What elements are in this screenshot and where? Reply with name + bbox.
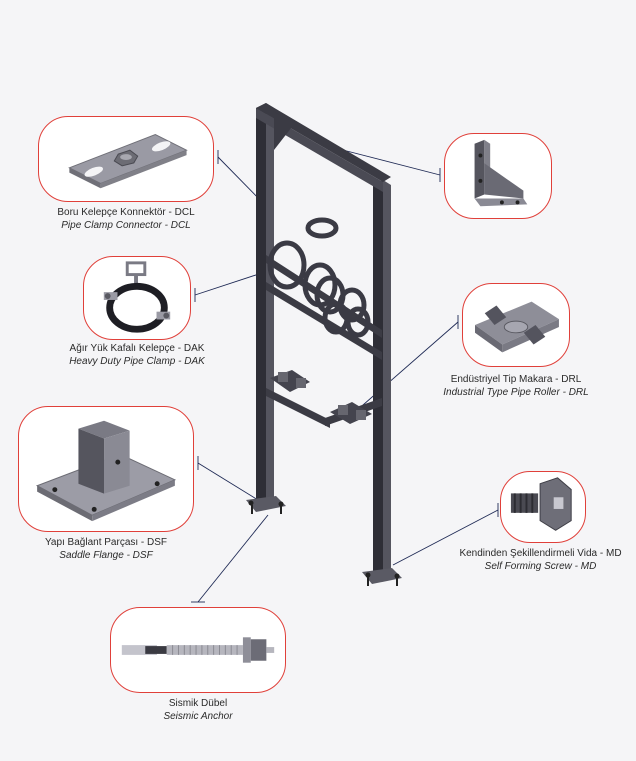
pipe-rings [267,217,371,338]
dsf-caption: Yapı Bağlant Parçası - DSF Saddle Flange… [10,536,202,562]
drl-name-tr: Endüstriyel Tip Makara - DRL [450,374,582,385]
pipe-clamp-connector-illustration [68,134,188,189]
frame [246,103,402,586]
anchor-name-en: Seismic Anchor [163,711,233,722]
saddle-flange-illustration [35,420,177,522]
bracket-image-bubble [444,133,552,219]
leader-dak [194,271,266,296]
leader-anchor [197,514,269,603]
frame-rollers [270,370,372,424]
dsf-name-en: Saddle Flange - DSF [59,550,153,561]
leader-md [392,509,499,566]
anchor-name-tr: Sismik Dübel [168,698,228,709]
angle-bracket-illustration [474,139,528,207]
heavy-duty-pipe-clamp-illustration [103,261,171,333]
leader-dsf [197,462,259,501]
drl-caption: Endüstriyel Tip Makara - DRL Industrial … [420,373,612,399]
leader-lines [191,147,499,603]
leader-bracket [334,147,441,176]
md-caption: Kendinden Şekillendirmeli Vida - MD Self… [445,547,636,573]
self-forming-screw-illustration [510,477,572,531]
dcl-name-tr: Boru Kelepçe Konnektör - DCL [57,207,195,218]
seismic-anchor-illustration [121,637,275,663]
dak-image-bubble [83,256,191,340]
anchor-image-bubble [110,607,286,693]
dsf-image-bubble [18,406,194,532]
drl-name-en: Industrial Type Pipe Roller - DRL [443,387,589,398]
md-image-bubble [500,471,586,543]
dcl-caption: Boru Kelepçe Konnektör - DCL Pipe Clamp … [20,206,232,232]
leader-drl [354,321,459,413]
dak-caption: Ağır Yük Kafalı Kelepçe - DAK Heavy Duty… [40,342,234,368]
dak-name-en: Heavy Duty Pipe Clamp - DAK [69,356,205,367]
dak-name-tr: Ağır Yük Kafalı Kelepçe - DAK [69,343,205,354]
anchor-caption: Sismik Dübel Seismic Anchor [110,697,286,723]
drl-image-bubble [462,283,570,367]
md-name-en: Self Forming Screw - MD [484,561,597,572]
md-name-tr: Kendinden Şekillendirmeli Vida - MD [459,548,622,559]
dsf-name-tr: Yapı Bağlant Parçası - DSF [44,537,168,548]
industrial-pipe-roller-illustration [475,301,559,353]
dcl-image-bubble [38,116,214,202]
dcl-name-en: Pipe Clamp Connector - DCL [61,220,191,231]
